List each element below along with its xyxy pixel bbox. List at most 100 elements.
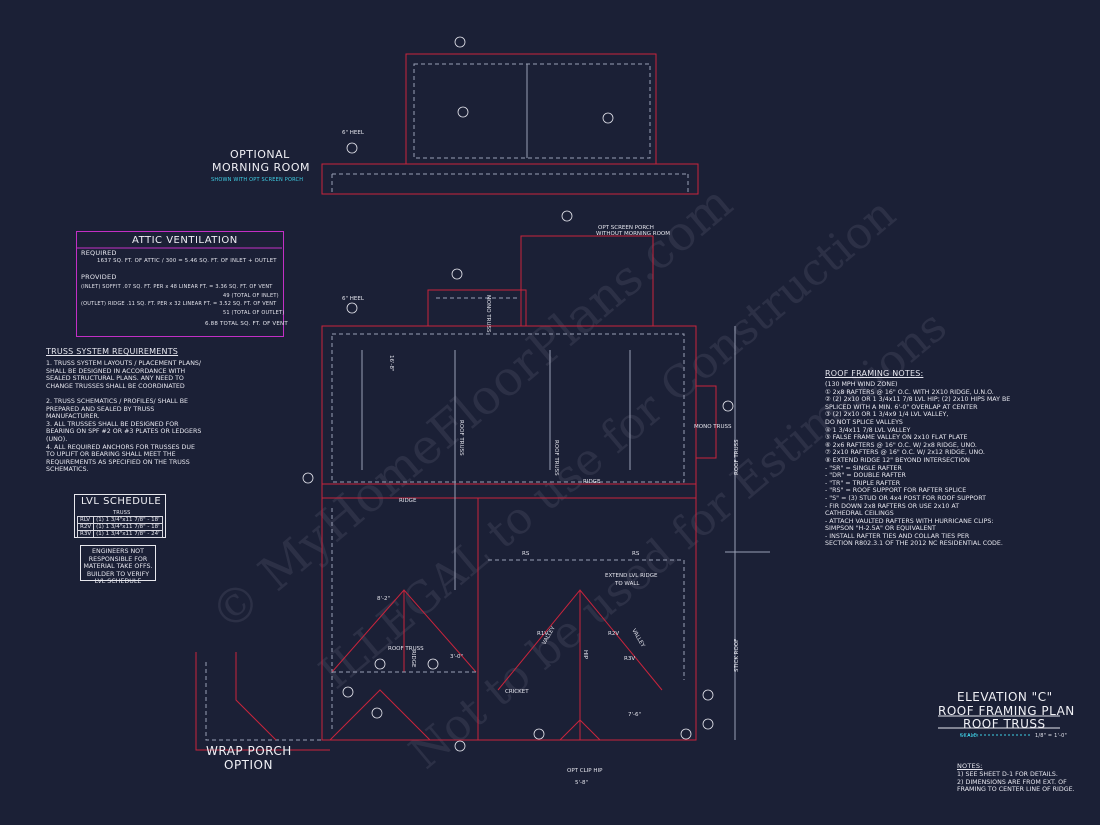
roof-note-item: SIMPSON "H-2.5A" OR EQUIVALENT [825,525,936,533]
ridge-label-center: RIDGE [583,479,601,485]
opt-screen-label: OPT SCREEN PORCH [598,225,654,231]
roof-note-item: - "TR" = TRIPLE RAFTER [825,479,901,487]
roof-note-item: ⑤ FALSE FRAME VALLEY ON 2x10 FLAT PLATE [825,434,968,442]
attic-required-label: REQUIRED [81,249,117,257]
roof-note-item: - "SR" = SINGLE RAFTER [825,464,902,472]
lvl-header: TRUSS [113,510,131,516]
attic-required-line: 1637 SQ. FT. OF ATTIC / 300 = 5.46 SQ. F… [97,258,277,264]
truss-req-item: BEARING ON SPF #2 OR #3 PLATES OR LEDGER… [46,428,202,436]
roof-framing-title: ROOF FRAMING PLAN [938,704,1075,718]
footer-note-item: FRAMING TO CENTER LINE OF RIDGE. [957,786,1075,794]
wrap-porch-title: WRAP PORCH [206,744,292,758]
lvl-row: RLV(1) 1 3/4"x11 7/8" - 18' [76,516,163,524]
roof-note-item: ⑧ EXTEND RIDGE 12" BEYOND INTERSECTION [825,456,970,464]
roof-note-item: CATHEDRAL CEILINGS [825,510,894,518]
truss-req-item: CHANGE TRUSSES SHALL BE COORDINATED [46,382,185,390]
engineers-note-line: RESPONSIBLE FOR [88,555,148,563]
elevation-title: ELEVATION "C" [957,690,1053,704]
truss-req-item: 1. TRUSS SYSTEM LAYOUTS / PLACEMENT PLAN… [46,360,202,367]
attic-inlet-line: (INLET) SOFFIT .07 SQ. FT. PER x 48 LINE… [81,284,273,290]
roof-note-item: ⑥ 2x6 RAFTERS @ 16" O.C. W/ 2x8 RIDGE, U… [825,441,977,449]
r3v-label: R3V [624,656,635,662]
roof-notes-title: ROOF FRAMING NOTES: [825,369,924,378]
attic-outlet-line: (OUTLET) RIDGE .11 SQ. FT. PER x 32 LINE… [81,301,277,307]
roof-note-item: ⑦ 2x10 RAFTERS @ 16" O.C. W/ 2x12 RIDGE,… [825,449,985,457]
roof-note-item: ④ 1 3/4x11 7/8 LVL VALLEY [825,426,911,434]
lvl-row: R3V(1) 1 3/4"x11 7/8" - 24' [76,530,163,538]
scale-value: 1/8" = 1'-0" [1035,733,1067,739]
to-wall-label: TO WALL [614,581,640,587]
attic-outlet-total: 51 (TOTAL OF OUTLET) [223,310,285,316]
roof-note-item: - "S" = (3) STUD OR 4x4 POST FOR ROOF SU… [825,494,987,502]
wrap-porch-option: OPTION [224,758,273,772]
truss-req-item: 4. ALL REQUIRED ANCHORS FOR TRUSSES DUE [46,443,195,451]
opt-clip-label: OPT CLIP HIP [567,768,603,774]
roof-note-item: (130 MPH WIND ZONE) [825,381,898,388]
morning-room-title: MORNING ROOM [212,161,310,174]
dim-c: 5'-8" [575,780,588,786]
truss-req-item [46,390,201,398]
mono-truss-label: MONO TRUSS [694,424,732,430]
lvl-schedule-panel: LVL SCHEDULE TRUSS RLV(1) 1 3/4"x11 7/8"… [74,494,166,538]
r1v-label: R1V [537,631,548,637]
roof-note-item: - INSTALL RAFTER TIES AND COLLAR TIES PE… [825,532,970,540]
truss-req-item: SHALL BE DESIGNED IN ACCORDANCE WITH [46,367,186,375]
roof-truss-dim: ROOF TRUSS [734,439,740,475]
roof-note-item: - ATTACH VAULTED RAFTERS WITH HURRICANE … [825,517,994,525]
roof-note-item: ① 2x8 RAFTERS @ 16" O.C. WITH 2X10 RIDGE… [825,388,994,396]
roof-note-item: - "RS" = ROOF SUPPORT FOR RAFTER SPLICE [825,487,967,495]
engineers-note-line: LVL SCHEDULE [94,578,142,586]
cricket-label: CRICKET [505,689,529,695]
lvl-table: RLV(1) 1 3/4"x11 7/8" - 18'R2V(1) 1 3/4"… [76,516,163,538]
r2v-label: R2V [608,631,619,637]
roof-note-item: DO NOT SPLICE VALLEYS [825,418,903,426]
roof-note-item: SPLICED WITH A MIN. 6'-0" OVERLAP AT CEN… [825,403,978,411]
scale-label: SCALE: [960,733,979,739]
roof-truss-small-label: ROOF TRUSS [388,646,424,652]
roof-truss-title: ROOF TRUSS [963,717,1046,731]
stick-roof-dim: STICK ROOF [734,639,740,672]
truss-req-item: (UNO). [46,435,68,443]
roof-note-item: ③ (2) 2x10 OR 1 3/4x9 1/4 LVL VALLEY, [825,411,949,419]
lvl-title: LVL SCHEDULE [81,496,162,507]
mono-truss-label-top: MONO TRUSS [485,295,491,333]
attic-title: ATTIC VENTILATION [132,235,238,246]
engineers-note-line: MATERIAL TAKE OFFS. [83,563,153,571]
heel-label-2: 6" HEEL [342,296,365,302]
truss-req-item: 3. ALL TRUSSES SHALL BE DESIGNED FOR [46,420,179,428]
without-morning-label: WITHOUT MORNING ROOM [596,231,670,237]
footer-note-item: 2) DIMENSIONS ARE FROM EXT. OF [957,778,1067,786]
optional-room-title: OPTIONAL [230,148,290,161]
roof-truss-label-1: ROOF TRUSS [458,420,464,456]
rs-label-2: RS [632,551,640,557]
lvl-row: R2V(1) 1 3/4"x11 7/8" - 18' [76,523,163,531]
truss-req-item: REQUIREMENTS AS SPECIFIED ON THE TRUSS [46,458,190,466]
hip-label: HIP [582,650,588,660]
ridge-label-left: RIDGE [399,498,417,504]
engineers-note-line: ENGINEERS NOT [92,548,144,555]
dim-d: 3'-0" [450,654,463,660]
truss-req-item: PREPARED AND SEALED BY TRUSS [46,405,155,413]
footer-note-item: 1) SEE SHEET D-1 FOR DETAILS. [957,771,1058,778]
truss-req-item: SEALED STRUCTURAL PLANS. ANY NEED TO [46,375,184,383]
roof-note-item: - "DR" = DOUBLE RAFTER [825,472,906,480]
footer-notes-list: 1) SEE SHEET D-1 FOR DETAILS.2) DIMENSIO… [957,771,1075,794]
roof-note-item: SECTION R802.3.1 OF THE 2012 NC RESIDENT… [825,540,1003,548]
footer-notes-title: NOTES: [957,762,983,770]
truss-req-item: MANUFACTURER. [46,413,100,421]
ridge-label-hip: RIDGE [410,650,416,668]
engineers-note-line: BUILDER TO VERIFY [86,570,150,578]
attic-total: 6.88 TOTAL SQ. FT. OF VENT [205,321,288,327]
truss-req-item: 2. TRUSS SCHEMATICS / PROFILES/ SHALL BE [46,397,188,405]
truss-req-item: SCHEMATICS. [46,466,89,474]
attic-provided-label: PROVIDED [81,273,117,281]
optional-room-subtitle: SHOWN WITH OPT SCREEN PORCH [211,177,304,183]
dim-a: 8'-2" [377,596,390,602]
extend-lvl-label: EXTEND LVL RIDGE [605,573,658,579]
roof-truss-label-2: ROOF TRUSS [553,440,559,476]
truss-req-title: TRUSS SYSTEM REQUIREMENTS [46,347,179,356]
heel-label: 6" HEEL [342,130,365,136]
valley-label-2: VALLEY [630,628,646,649]
